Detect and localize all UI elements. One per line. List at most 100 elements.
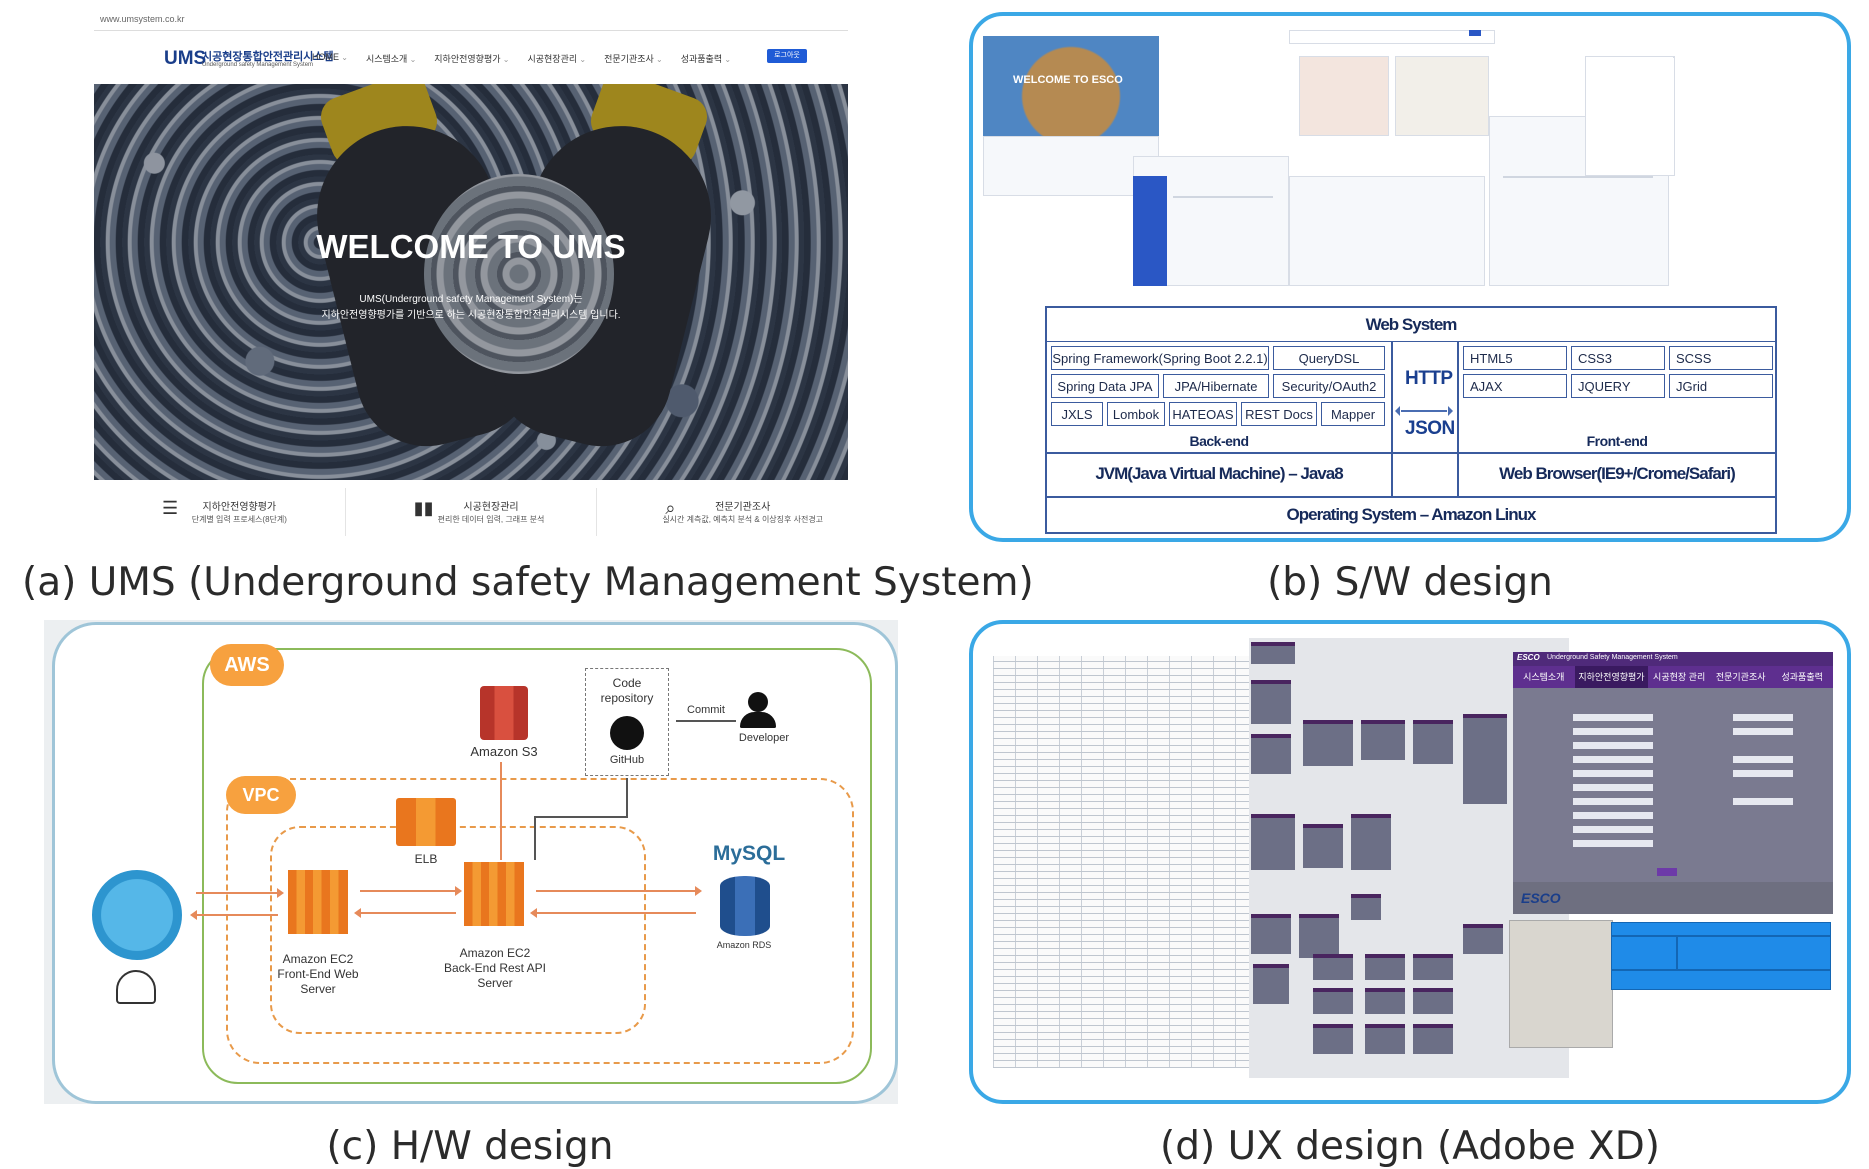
ux-form-field[interactable] — [1573, 728, 1653, 735]
commit-label: Commit — [687, 704, 725, 716]
http-bidirectional-arrow — [1395, 406, 1453, 416]
line-github-across — [534, 816, 628, 818]
screen-topbar-button — [1469, 30, 1481, 36]
browser-label: Web Browser(IE9+/Crome/Safari) — [1499, 464, 1736, 483]
artboard — [1313, 954, 1353, 980]
artboard — [1463, 714, 1507, 804]
feature-subtitle: 실시간 계측값, 예측치 분석 & 이상징후 사전경고 — [662, 515, 824, 524]
nav-item-output[interactable]: 성과품출력 — [681, 52, 731, 65]
artboard — [1365, 1024, 1405, 1054]
jvm-label: JVM(Java Virtual Machine) – Java8 — [1095, 464, 1343, 483]
tech-jpa-hibernate: JPA/Hibernate — [1163, 374, 1269, 398]
blue-layout-block — [1611, 936, 1677, 970]
ux-form-field[interactable] — [1573, 756, 1653, 763]
ux-form-field[interactable] — [1573, 798, 1653, 805]
ux-form-field[interactable] — [1733, 728, 1793, 735]
feature-subtitle: 편리한 데이터 입력, 그래프 분석 — [437, 515, 545, 524]
ux-form-field[interactable] — [1573, 812, 1653, 819]
ux-form-field[interactable] — [1733, 770, 1793, 777]
divider — [1047, 452, 1775, 454]
artboard — [1313, 988, 1353, 1014]
ux-form-field[interactable] — [1733, 756, 1793, 763]
ux-form-field[interactable] — [1573, 826, 1653, 833]
main-nav: HOME 시스템소개 지하안전영향평가 시공현장관리 전문기관조사 성과품출력 — [312, 52, 731, 65]
tech-security-oauth2: Security/OAuth2 — [1273, 374, 1385, 398]
feature-underground-assessment[interactable]: ☰ 지하안전영향평가 단계별 입력 프로세스(8단계) — [94, 488, 346, 536]
internet-globe-icon — [92, 870, 182, 960]
vpc-box — [226, 778, 854, 1064]
tech-scss: SCSS — [1669, 346, 1773, 370]
ux-form-field[interactable] — [1573, 840, 1653, 847]
amazon-s3-label: Amazon S3 — [470, 744, 538, 759]
ux-form-field[interactable] — [1573, 784, 1653, 791]
hw-design-panel: AWS VPC Amazon S3 Code repository GitHub… — [44, 620, 898, 1104]
browser-url: www.umsystem.co.kr — [100, 14, 185, 24]
nav-item-site-management[interactable]: 시공현장관리 — [527, 52, 586, 65]
ux-form-field[interactable] — [1573, 742, 1653, 749]
web-system-architecture: Web System Spring Framework(Spring Boot … — [1045, 306, 1777, 534]
ux-form-field[interactable] — [1733, 798, 1793, 805]
hero-banner: WELCOME TO UMS UMS(Underground safety Ma… — [94, 84, 848, 480]
map-thumb — [1299, 56, 1389, 136]
ux-form-field[interactable] — [1573, 770, 1653, 777]
ux-tab-assessment[interactable]: 지하안전영향평가 — [1574, 666, 1649, 688]
ux-tab-output[interactable]: 성과품출력 — [1781, 672, 1823, 682]
arrow-back-to-rds — [536, 886, 702, 896]
os-label: Operating System – Amazon Linux — [1286, 505, 1537, 524]
artboard — [1251, 680, 1291, 724]
ec2-front-line1: Amazon EC2 — [282, 952, 354, 966]
users-icon — [116, 970, 156, 1004]
ux-submit-button[interactable] — [1657, 868, 1677, 876]
github-label: GitHub — [609, 754, 645, 766]
tech-spring-data-jpa: Spring Data JPA — [1051, 374, 1159, 398]
hero-title: WELCOME TO UMS — [316, 228, 626, 265]
hero-overlay — [94, 84, 848, 480]
artboard — [1351, 814, 1391, 870]
code-repository-box — [585, 668, 669, 776]
feature-expert-survey[interactable]: ⌕ 전문기관조사 실시간 계측값, 예측치 분석 & 이상징후 사전경고 — [597, 488, 848, 536]
tech-mapper: Mapper — [1321, 402, 1385, 426]
caption-c: (c) H/W design — [326, 1124, 614, 1169]
screen-topbar — [1289, 30, 1495, 44]
feature-site-management[interactable]: ▮▮ 시공현장관리 편리한 데이터 입력, 그래프 분석 — [346, 488, 598, 536]
artboard — [1413, 720, 1453, 764]
nav-item-system-intro[interactable]: 시스템소개 — [366, 52, 416, 65]
artboard — [1365, 988, 1405, 1014]
tech-hateoas: HATEOAS — [1169, 402, 1237, 426]
artboard — [1251, 642, 1295, 664]
bar-chart-icon: ▮▮ — [413, 498, 434, 518]
artboard — [1413, 1024, 1453, 1054]
nav-item-underground-assessment[interactable]: 지하안전영향평가 — [434, 52, 509, 65]
handwritten-sketch-photo — [1509, 920, 1613, 1048]
nav-item-expert-survey[interactable]: 전문기관조사 — [604, 52, 663, 65]
screen-sidebar — [1133, 176, 1167, 286]
nav-item-home[interactable]: HOME — [312, 52, 348, 65]
logout-button[interactable]: 로그아웃 — [767, 49, 807, 63]
search-icon: ⌕ — [665, 498, 676, 518]
code-repository-label: Code repository — [600, 676, 654, 705]
ec2-front-line3: Server — [300, 982, 336, 996]
aws-cloud-label: AWS — [210, 644, 284, 686]
row-line — [1503, 176, 1653, 178]
ux-tab-system[interactable]: 시스템소개 — [1523, 672, 1565, 682]
elb-icon — [396, 798, 456, 846]
ux-form-field[interactable] — [1733, 714, 1793, 721]
http-label: HTTP — [1405, 368, 1453, 389]
ums-screenshot-panel: www.umsystem.co.kr UMS 시공현장통합안전관리시스템 Und… — [94, 8, 848, 540]
tech-rest-docs: REST Docs — [1241, 402, 1317, 426]
header-divider — [94, 30, 848, 31]
ums-logo-title: 시공현장통합안전관리시스템 — [202, 51, 334, 63]
list-icon: ☰ — [162, 498, 179, 518]
arrow-front-to-back — [360, 886, 462, 896]
ux-tab-site[interactable]: 시공현장 관리 — [1653, 672, 1706, 682]
feature-title: 지하안전영향평가 — [202, 502, 277, 513]
blue-layout-block — [1611, 922, 1831, 936]
artboard — [1299, 914, 1339, 958]
caption-a: (a) UMS (Underground safety Management S… — [22, 560, 1034, 605]
ux-form-field[interactable] — [1573, 714, 1653, 721]
artboard — [1413, 988, 1453, 1014]
ux-tab-expert[interactable]: 전문기관조사 — [1715, 672, 1766, 682]
artboard — [1313, 1024, 1353, 1054]
ec2-front-label: Amazon EC2 Front-End Web Server — [258, 952, 378, 997]
ums-logo-mark[interactable]: UMS — [164, 48, 207, 69]
